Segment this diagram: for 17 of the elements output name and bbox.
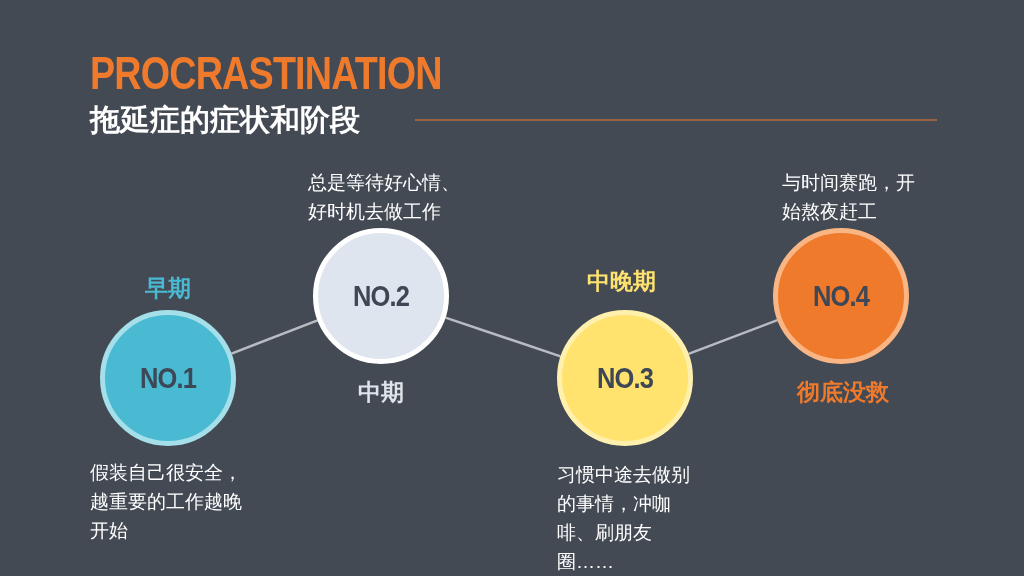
stage-circle: NO.3 xyxy=(557,310,693,446)
stage-label: 彻底没救 xyxy=(797,377,889,407)
stage-circle: NO.2 xyxy=(313,228,449,364)
description-text: 习惯中途去做别的事情，冲咖啡、刷朋友圈…… xyxy=(557,463,691,574)
connector-line xyxy=(688,318,778,356)
title: PROCRASTINATION xyxy=(90,46,442,100)
connector-line xyxy=(231,319,318,355)
description-text: 总是等待好心情、好时机去做工作 xyxy=(308,171,461,224)
stage-label: 早期 xyxy=(145,273,191,303)
stage-label: 中晚期 xyxy=(586,266,656,296)
stage-circle: NO.1 xyxy=(100,310,236,446)
description-text: 假装自己很安全，越重要的工作越晚开始 xyxy=(90,461,243,543)
description-text: 与时间赛跑，开始熬夜赶工 xyxy=(782,171,916,224)
connector-line xyxy=(445,316,561,358)
subtitle: 拖延症的症状和阶段 xyxy=(90,102,360,138)
stage-label: 中期 xyxy=(358,377,404,407)
stage-circle: NO.4 xyxy=(773,228,909,364)
